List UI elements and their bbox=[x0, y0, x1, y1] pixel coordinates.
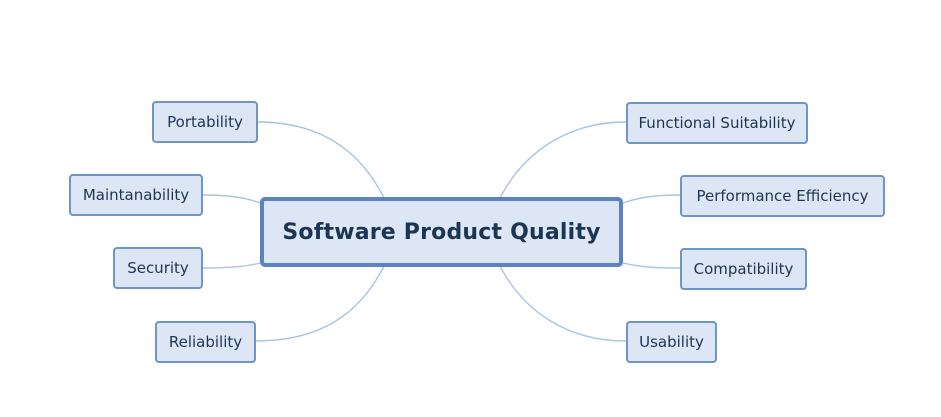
node-label: Security bbox=[127, 259, 189, 277]
node-label: Reliability bbox=[168, 333, 243, 351]
connector-usability bbox=[499, 265, 627, 342]
node-security[interactable]: Security bbox=[113, 247, 203, 289]
connector-portability bbox=[257, 121, 385, 199]
connector-compatibility bbox=[622, 262, 681, 269]
node-label: Performance Efficiency bbox=[696, 187, 869, 205]
node-portability[interactable]: Portability bbox=[152, 101, 258, 143]
node-label: Portability bbox=[167, 113, 243, 131]
node-usability[interactable]: Usability bbox=[626, 321, 717, 363]
node-label: Maintanability bbox=[82, 186, 190, 204]
connector-functional-suitability bbox=[499, 121, 627, 199]
connector-maintanability bbox=[202, 194, 261, 204]
node-label: Functional Suitability bbox=[638, 114, 796, 132]
node-reliability[interactable]: Reliability bbox=[155, 321, 256, 363]
node-functional-suitability[interactable]: Functional Suitability bbox=[626, 102, 808, 144]
node-compatibility[interactable]: Compatibility bbox=[680, 248, 807, 290]
connector-performance-efficiency bbox=[622, 194, 681, 204]
node-maintanability[interactable]: Maintanability bbox=[69, 174, 203, 216]
central-topic-node[interactable]: Software Product Quality bbox=[260, 197, 623, 267]
node-label: Usability bbox=[639, 333, 704, 351]
node-label: Compatibility bbox=[693, 260, 794, 278]
connector-security bbox=[202, 262, 261, 269]
connector-reliability bbox=[255, 265, 385, 342]
node-performance-efficiency[interactable]: Performance Efficiency bbox=[680, 175, 885, 217]
central-topic-label: Software Product Quality bbox=[282, 219, 601, 245]
